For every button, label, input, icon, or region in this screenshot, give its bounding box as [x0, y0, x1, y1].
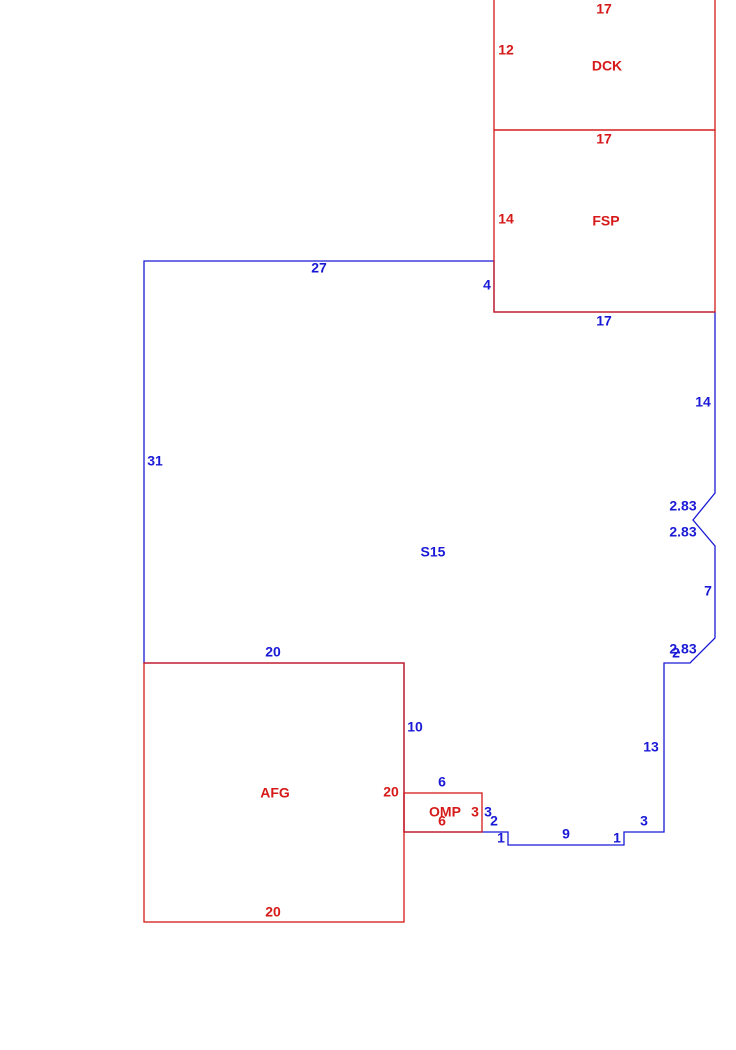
fsp-left-dimension: 14 — [498, 211, 514, 227]
main-area-code: S15 — [421, 544, 446, 560]
fsp-top-dimension: 17 — [596, 131, 612, 147]
main-bottom-left-jog-dimension: 1 — [497, 830, 505, 846]
afg-bottom-dimension: 20 — [265, 904, 281, 920]
omp-top-dimension: 6 — [438, 774, 446, 790]
afg-area-code: AFG — [260, 785, 290, 801]
dck-top-dimension: 17 — [596, 1, 612, 17]
main-notch-upper-dimension: 2.83 — [669, 498, 696, 514]
main-afg-right-dimension: 10 — [407, 719, 423, 735]
main-right-upper-dimension: 14 — [695, 394, 711, 410]
main-omp-side-dimension: 3 — [484, 804, 492, 820]
main-step-short-dimension: 2 — [672, 645, 680, 661]
main-left-dimension: 31 — [147, 453, 163, 469]
main-fsp-bottom-dimension: 17 — [596, 313, 612, 329]
main-right-middle-dimension: 7 — [704, 583, 712, 599]
main-bottom-right-step-dimension: 3 — [640, 813, 648, 829]
main-bottom-dimension: 9 — [562, 826, 570, 842]
main-bottom-right-jog-dimension: 1 — [613, 830, 621, 846]
omp-area-code: OMP — [429, 804, 461, 820]
omp-area-outline — [403, 792, 483, 833]
dck-left-dimension: 12 — [498, 42, 514, 58]
dck-area-code: DCK — [592, 58, 622, 74]
main-fsp-stub-dimension: 4 — [483, 277, 491, 293]
main-right-lower-dimension: 13 — [643, 739, 659, 755]
omp-right-dimension: 3 — [471, 804, 479, 820]
afg-right-dimension: 20 — [383, 784, 399, 800]
main-top-dimension: 27 — [311, 260, 327, 276]
main-omp-step-dimension: 2 — [490, 813, 498, 829]
dck-area-outline — [493, 0, 716, 131]
main-right-corner-dimension: 2.83 — [669, 641, 696, 657]
main-afg-top-dimension: 20 — [265, 644, 281, 660]
omp-bottom-dimension: 6 — [438, 813, 446, 829]
fsp-area-code: FSP — [592, 213, 619, 229]
main-notch-lower-dimension: 2.83 — [669, 524, 696, 540]
